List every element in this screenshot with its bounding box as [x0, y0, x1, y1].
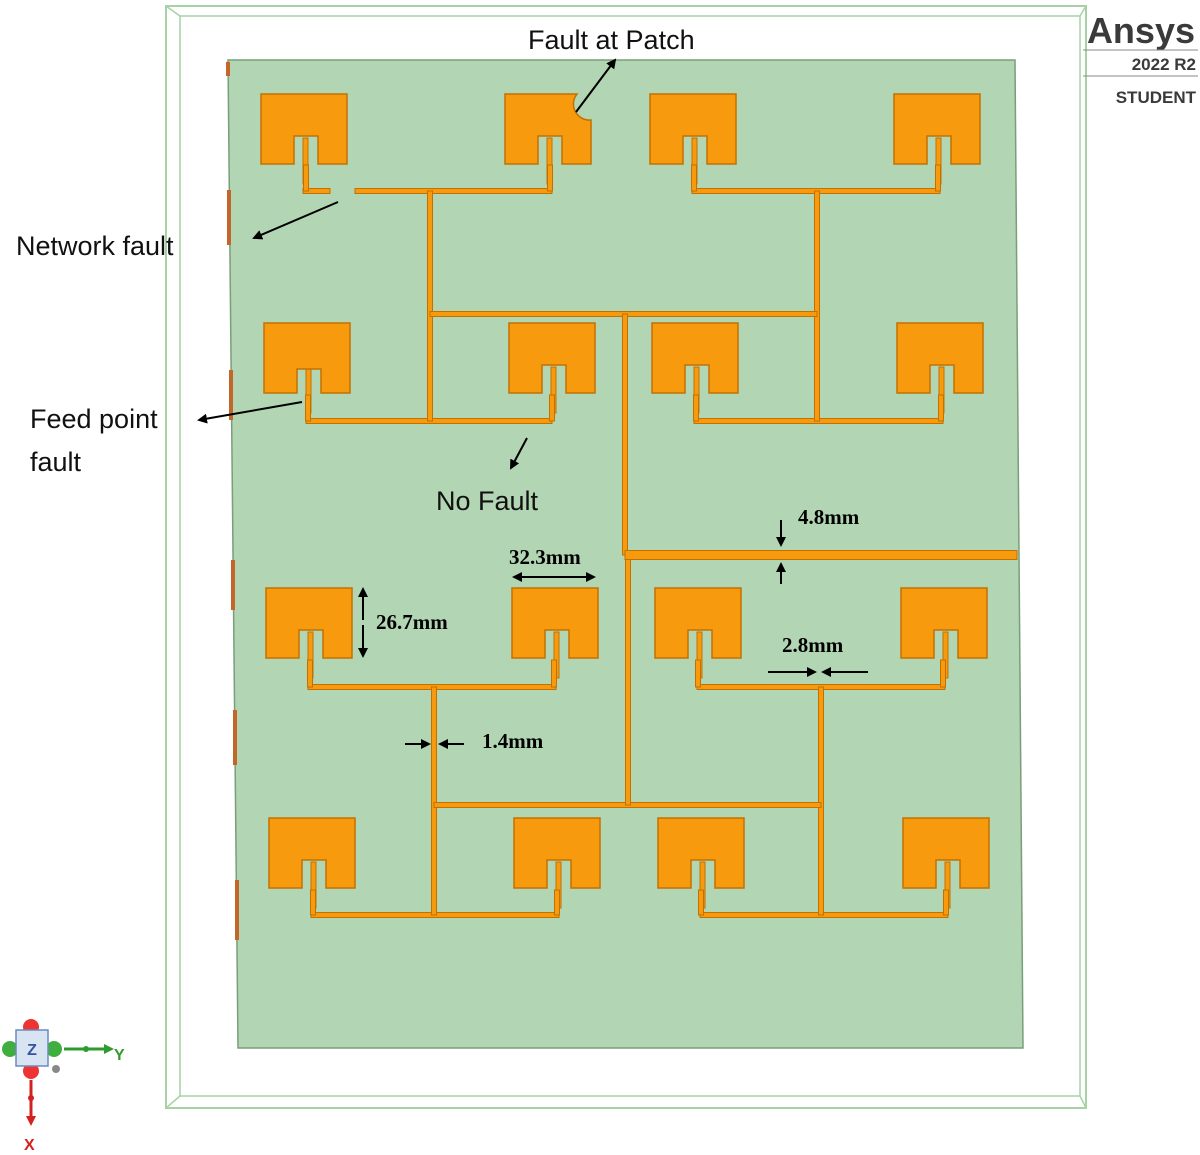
upper-left-vertical [427, 190, 433, 422]
patch-r4-c3 [657, 817, 745, 889]
axis-triad: Z Y X [2, 1019, 125, 1154]
network-fault-arrow [252, 201, 339, 240]
patch-r1-c2 [504, 93, 592, 165]
patch-height-label: 26.7mm [376, 610, 448, 634]
row1-p2-drop [547, 164, 553, 192]
ansys-logo: Ansys 2022 R2 STUDENT [1083, 10, 1198, 107]
substrate-edge-marks [226, 62, 239, 940]
patch-r2-c4 [896, 322, 984, 394]
row1-left-line [354, 188, 553, 194]
patch-r1-c1 [260, 93, 348, 165]
fault-annotations: Fault at Patch Network fault Feed point … [16, 25, 695, 516]
airbox-frame [165, 5, 1087, 1109]
row4-p3-drop [698, 889, 704, 916]
lower-left-vertical [431, 686, 437, 916]
fault-at-patch-arrow [575, 58, 617, 113]
dimension-markers: 32.3mm 26.7mm 4.8mm 2.8mm 1.4mm [358, 505, 868, 753]
no-fault-arrow [510, 437, 528, 470]
row3-p2-drop [551, 659, 557, 688]
row3-p4-drop [940, 659, 946, 688]
wide-line-label: 4.8mm [798, 505, 860, 529]
feed-point-fault-label: Feed point [30, 404, 158, 434]
axis-z-label: Z [27, 1042, 37, 1059]
patch-r1-c3 [649, 93, 737, 165]
patch-r2-c3 [651, 322, 739, 394]
no-fault-label: No Fault [436, 486, 539, 516]
patch-r4-c4 [902, 817, 990, 889]
lower-right-vertical [818, 686, 824, 916]
row1-p3-drop [691, 164, 697, 192]
lower-main-vertical [625, 554, 631, 806]
patch-r3-c2 [511, 587, 599, 659]
network-fault-label: Network fault [16, 231, 174, 261]
row2-p3-drop [693, 394, 699, 422]
thin-line-label: 1.4mm [482, 729, 544, 753]
row3-p1-drop [307, 659, 313, 688]
row4-p4-drop [943, 889, 949, 916]
patch-r3-c1 [265, 587, 353, 659]
row2-p1-drop [305, 394, 311, 422]
patch-r3-c3 [654, 587, 742, 659]
row1-p4-drop [935, 164, 941, 192]
row2-p2-drop [549, 394, 555, 422]
brand-version: 2022 R2 [1132, 55, 1196, 74]
patch-r4-c2 [513, 817, 601, 889]
patch-r3-c4 [900, 587, 988, 659]
upper-main-vertical [622, 313, 628, 556]
brand-edition: STUDENT [1116, 88, 1197, 107]
patch-r4-c1 [268, 817, 356, 889]
patch-width-label: 32.3mm [509, 545, 581, 569]
upper-right-vertical [814, 190, 820, 422]
main-feed-line [624, 550, 1018, 560]
feed-point-fault-label-2: fault [30, 447, 82, 477]
row1-p1-drop [303, 164, 309, 192]
row3-p3-drop [695, 659, 701, 688]
row2-p4-drop [938, 394, 944, 422]
patch-r1-c4 [893, 93, 981, 165]
axis-x-label: X [24, 1137, 35, 1154]
row4-p1-drop [310, 889, 316, 916]
brand-name: Ansys [1087, 10, 1195, 51]
patch-array [260, 93, 990, 889]
patch-r2-c1 [263, 322, 351, 394]
feed-point-fault-arrow [197, 401, 303, 424]
axis-y-label: Y [114, 1047, 125, 1064]
line-gap-label: 2.8mm [782, 633, 844, 657]
feed-network [302, 137, 1018, 918]
patch-r2-c2 [508, 322, 596, 394]
row4-p2-drop [554, 889, 560, 916]
fault-at-patch-label: Fault at Patch [528, 25, 695, 55]
